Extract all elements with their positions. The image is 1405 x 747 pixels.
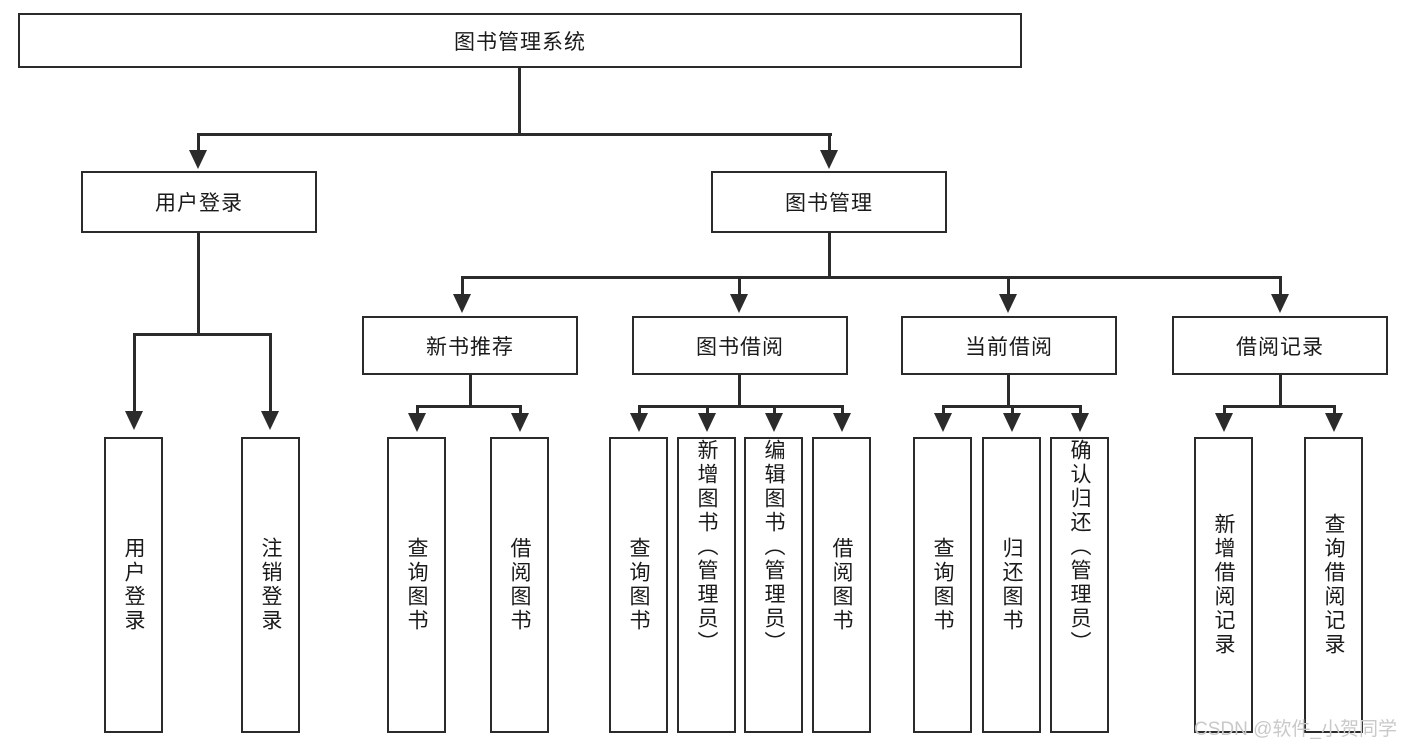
connector-current-borrow-c1	[942, 405, 945, 415]
node-new-book-recommend[interactable]: 新书推荐	[362, 316, 578, 375]
leaf-label: 编辑图书（管理员）	[762, 439, 785, 655]
connector-to-book-borrow	[738, 276, 741, 296]
connector-user-login-stem	[197, 233, 200, 335]
connector-borrow-record-c2	[1333, 405, 1336, 415]
leaf-borrow-record-query-record[interactable]: 查询借阅记录	[1304, 437, 1363, 733]
connector-book-manage-bus	[462, 276, 1282, 279]
leaf-label: 新增借阅记录	[1212, 513, 1235, 657]
leaf-current-borrow-query-book[interactable]: 查询图书	[913, 437, 972, 733]
connector-new-book-stem	[469, 375, 472, 407]
connector-new-book-c2	[519, 405, 522, 415]
arrow-current-borrow-c3	[1071, 413, 1089, 432]
leaf-current-borrow-confirm-return[interactable]: 确认归还（管理员）	[1050, 437, 1109, 733]
leaf-label: 注销登录	[259, 537, 282, 633]
leaf-user-login-login[interactable]: 用户登录	[104, 437, 163, 733]
node-label: 当前借阅	[965, 335, 1053, 359]
arrow-to-book-borrow	[730, 294, 748, 313]
leaf-label: 查询借阅记录	[1322, 513, 1345, 657]
watermark-text: CSDN @软件_小贺同学	[1194, 719, 1397, 740]
connector-book-borrow-c3	[773, 405, 776, 415]
connector-user-login-bus	[134, 333, 272, 336]
leaf-label: 查询图书	[931, 537, 954, 633]
node-label: 图书管理系统	[454, 30, 586, 54]
connector-borrow-record-c1	[1223, 405, 1226, 415]
node-label: 新书推荐	[426, 335, 514, 359]
connector-book-borrow-stem	[738, 375, 741, 407]
connector-book-manage-stem	[828, 233, 831, 278]
arrow-book-borrow-c3	[765, 413, 783, 432]
node-book-borrow[interactable]: 图书借阅	[632, 316, 848, 375]
arrow-user-login-right	[261, 411, 279, 430]
arrow-borrow-record-c2	[1325, 413, 1343, 432]
arrow-to-user-login	[189, 150, 207, 169]
connector-current-borrow-c3	[1079, 405, 1082, 415]
connector-to-book-manage	[828, 133, 831, 152]
arrow-to-new-book	[453, 294, 471, 313]
leaf-book-borrow-borrow-book[interactable]: 借阅图书	[812, 437, 871, 733]
connector-current-borrow-c2	[1011, 405, 1014, 415]
connector-user-login-left	[133, 333, 136, 413]
node-borrow-record[interactable]: 借阅记录	[1172, 316, 1388, 375]
connector-borrow-record-stem	[1279, 375, 1282, 407]
connector-borrow-record-bus	[1224, 405, 1336, 408]
leaf-label: 查询图书	[405, 537, 428, 633]
leaf-new-book-query-book[interactable]: 查询图书	[387, 437, 446, 733]
connector-to-user-login	[197, 133, 200, 152]
leaf-label: 查询图书	[627, 537, 650, 633]
leaf-borrow-record-add-record[interactable]: 新增借阅记录	[1194, 437, 1253, 733]
leaf-label: 归还图书	[1000, 537, 1023, 633]
leaf-label: 确认归还（管理员）	[1068, 439, 1091, 655]
connector-to-borrow-record	[1279, 276, 1282, 296]
arrow-new-book-c1	[408, 413, 426, 432]
node-book-manage[interactable]: 图书管理	[711, 171, 947, 233]
connector-book-borrow-c2	[706, 405, 709, 415]
connector-book-borrow-c4	[841, 405, 844, 415]
leaf-label: 借阅图书	[508, 537, 531, 633]
arrow-new-book-c2	[511, 413, 529, 432]
connector-book-borrow-c1	[638, 405, 641, 415]
arrow-borrow-record-c1	[1215, 413, 1233, 432]
connector-current-borrow-stem	[1007, 375, 1010, 407]
leaf-label: 新增图书（管理员）	[695, 439, 718, 655]
leaf-current-borrow-return-book[interactable]: 归还图书	[982, 437, 1041, 733]
connector-to-current-borrow	[1007, 276, 1010, 296]
leaf-book-borrow-add-book[interactable]: 新增图书（管理员）	[677, 437, 736, 733]
connector-user-login-right	[269, 333, 272, 413]
node-label: 借阅记录	[1236, 335, 1324, 359]
connector-new-book-bus	[417, 405, 522, 408]
node-user-login[interactable]: 用户登录	[81, 171, 317, 233]
node-label: 图书管理	[785, 192, 873, 215]
leaf-user-login-logout[interactable]: 注销登录	[241, 437, 300, 733]
leaf-label: 用户登录	[122, 537, 145, 633]
leaf-book-borrow-query-book[interactable]: 查询图书	[609, 437, 668, 733]
connector-to-new-book	[461, 276, 464, 296]
node-current-borrow[interactable]: 当前借阅	[901, 316, 1117, 375]
leaf-book-borrow-edit-book[interactable]: 编辑图书（管理员）	[744, 437, 803, 733]
arrow-to-current-borrow	[999, 294, 1017, 313]
node-root-system[interactable]: 图书管理系统	[18, 13, 1022, 68]
leaf-new-book-borrow-book[interactable]: 借阅图书	[490, 437, 549, 733]
connector-new-book-c1	[416, 405, 419, 415]
arrow-current-borrow-c1	[934, 413, 952, 432]
arrow-book-borrow-c1	[630, 413, 648, 432]
connector-root-stem	[518, 68, 521, 135]
arrow-user-login-left	[125, 411, 143, 430]
arrow-to-borrow-record	[1271, 294, 1289, 313]
arrow-book-borrow-c4	[833, 413, 851, 432]
node-label: 用户登录	[155, 192, 243, 215]
connector-book-borrow-bus	[639, 405, 844, 408]
leaf-label: 借阅图书	[830, 537, 853, 633]
arrow-current-borrow-c2	[1003, 413, 1021, 432]
arrow-to-book-manage	[820, 150, 838, 169]
node-label: 图书借阅	[696, 335, 784, 359]
arrow-book-borrow-c2	[698, 413, 716, 432]
connector-root-bus	[198, 133, 832, 136]
